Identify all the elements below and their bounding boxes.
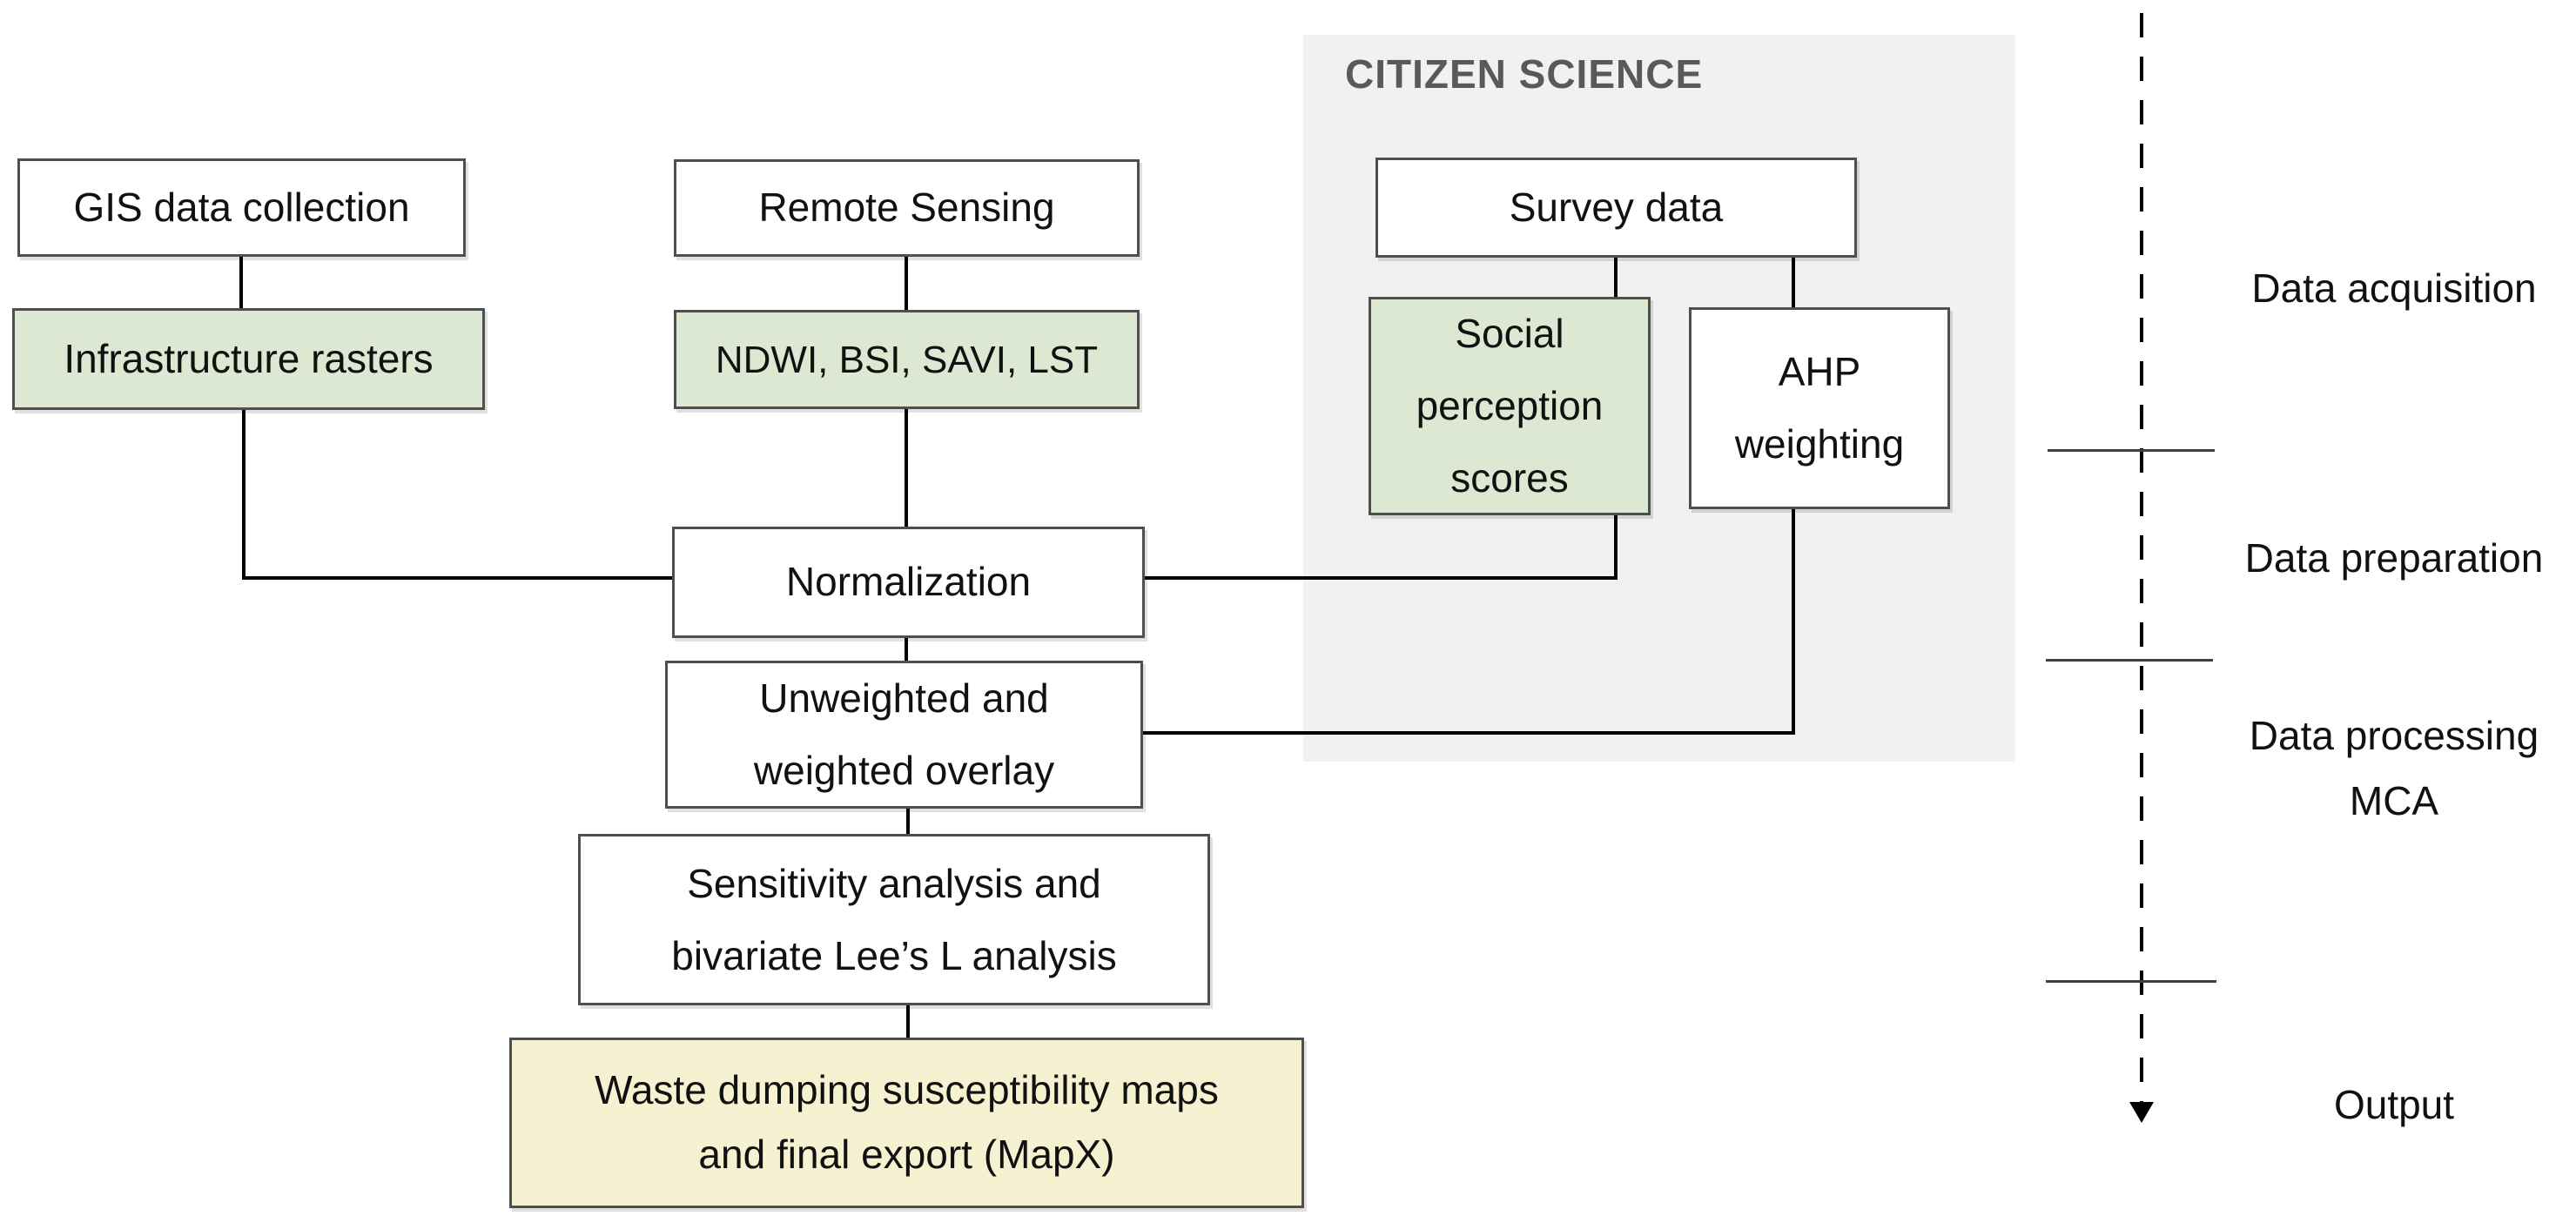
phase-label-text: Output <box>2333 1082 2455 1127</box>
node-label: Normalization <box>785 559 1032 605</box>
edge-survey-to-social <box>1614 258 1618 298</box>
node-label-line: Waste dumping susceptibility maps <box>595 1067 1219 1113</box>
node-label-line: perception <box>1416 383 1604 429</box>
node-social-perception-scores: Social perception scores <box>1369 297 1651 515</box>
phase-separator-2 <box>2046 659 2213 662</box>
node-ahp-weighting: AHP weighting <box>1689 307 1950 509</box>
phase-label-data-preparation: Data preparation <box>2216 526 2573 591</box>
node-label-line: weighted overlay <box>753 748 1055 793</box>
phase-label-text: Data acquisition <box>2251 265 2537 311</box>
node-label-line: weighting <box>1734 421 1905 467</box>
node-remote-sensing: Remote Sensing <box>674 159 1140 257</box>
edge-normalization-to-social <box>1145 576 1618 580</box>
node-indices: NDWI, BSI, SAVI, LST <box>674 310 1140 409</box>
phase-label-text: Data preparation <box>2244 535 2544 581</box>
edge-infrastructure-to-normalization <box>242 576 674 580</box>
edge-gis-to-infrastructure <box>239 257 243 309</box>
node-label: Survey data <box>1509 184 1724 230</box>
node-label-line: Social <box>1455 311 1564 357</box>
edge-normalization-to-overlay <box>905 638 908 662</box>
node-label-line: scores <box>1450 454 1569 501</box>
node-label-line: Unweighted and <box>759 675 1049 722</box>
phase-label-data-processing: Data processing MCA <box>2216 703 2573 833</box>
edge-remote-sensing-to-indices <box>905 257 908 311</box>
node-infrastructure-rasters: Infrastructure rasters <box>12 308 485 410</box>
node-label: Remote Sensing <box>758 185 1055 231</box>
node-gis-data-collection: GIS data collection <box>17 158 466 257</box>
node-label-line: bivariate Lee’s L analysis <box>671 932 1117 978</box>
node-waste-susceptibility-maps: Waste dumping susceptibility maps and fi… <box>509 1038 1304 1208</box>
edge-overlay-to-ahp <box>1143 731 1795 735</box>
edge-sensitivity-to-output <box>906 1005 910 1038</box>
edge-survey-to-ahp <box>1792 258 1795 308</box>
phase-separator-3 <box>2046 980 2216 983</box>
edge-ahp-down <box>1792 509 1795 735</box>
edge-infrastructure-down <box>242 410 245 580</box>
phase-sublabel-text: MCA <box>2349 777 2439 823</box>
node-label-line: Sensitivity analysis and <box>687 860 1101 906</box>
node-label: NDWI, BSI, SAVI, LST <box>715 338 1099 381</box>
node-label-line: and final export (MapX) <box>698 1132 1115 1177</box>
edge-social-down <box>1614 515 1618 580</box>
phase-label-data-acquisition: Data acquisition <box>2216 256 2573 321</box>
node-label: GIS data collection <box>73 184 410 230</box>
phase-label-output: Output <box>2216 1072 2573 1138</box>
node-normalization: Normalization <box>672 527 1145 638</box>
edge-indices-to-normalization <box>905 409 908 527</box>
phase-axis-arrowhead-icon <box>2129 1102 2154 1123</box>
node-unweighted-weighted-overlay: Unweighted and weighted overlay <box>665 661 1143 809</box>
phase-label-text: Data processing <box>2249 713 2539 758</box>
node-survey-data: Survey data <box>1375 158 1857 258</box>
edge-overlay-to-sensitivity <box>906 809 910 835</box>
phase-separator-1 <box>2048 449 2215 452</box>
node-label-line: AHP <box>1778 349 1861 395</box>
citizen-science-region-title: CITIZEN SCIENCE <box>1345 51 1704 97</box>
node-label: Infrastructure rasters <box>64 335 434 381</box>
node-sensitivity-analysis: Sensitivity analysis and bivariate Lee’s… <box>578 834 1210 1005</box>
phase-axis-dashed-line <box>2140 13 2143 1105</box>
